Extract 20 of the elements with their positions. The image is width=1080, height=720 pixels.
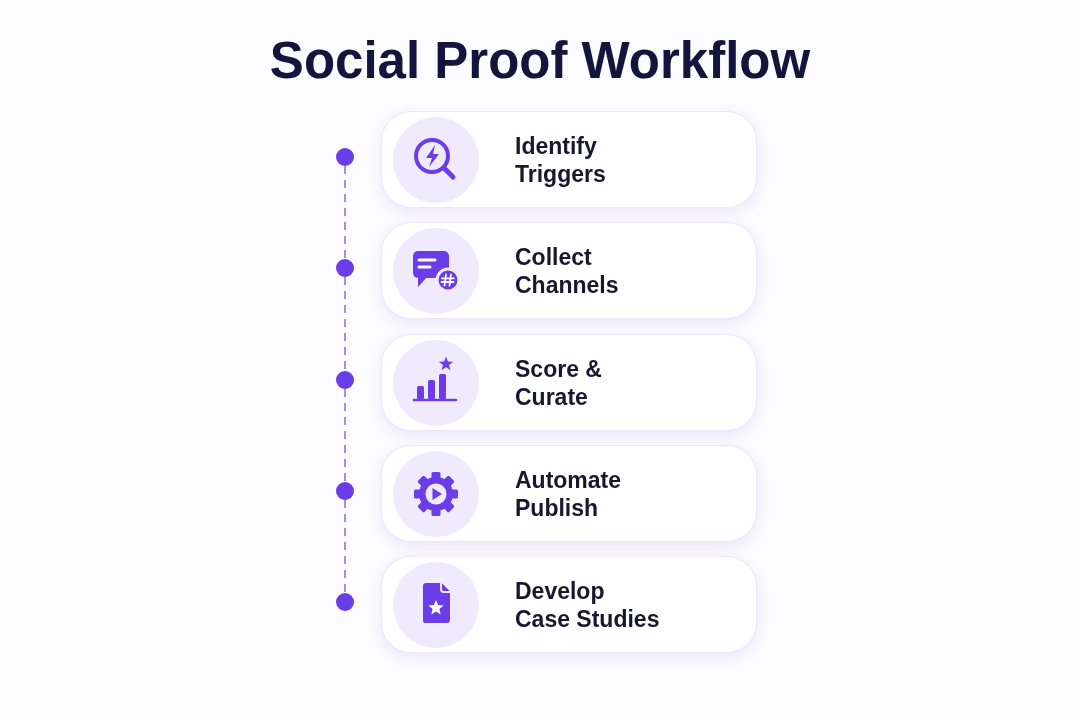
step-card [381, 334, 757, 431]
step-card [381, 222, 757, 319]
timeline-dot [336, 148, 354, 166]
title: Social Proof Workflow [269, 31, 811, 91]
step-label: Identify Triggers [515, 131, 607, 188]
step-label: Collect Channels [515, 242, 620, 299]
dashed-connector [344, 276, 346, 372]
timeline-dot [336, 371, 354, 389]
step-card [381, 556, 757, 653]
step-card [381, 445, 757, 542]
dashed-connector [344, 499, 346, 594]
timeline-dot [336, 593, 354, 611]
step-label: Automate Publish [515, 465, 623, 522]
timeline-dot [336, 482, 354, 500]
step-label: Score & Curate [515, 354, 603, 411]
dashed-connector [344, 165, 346, 260]
timeline-dot [336, 259, 354, 277]
step-label: Develop Case Studies [515, 576, 661, 633]
dashed-connector [344, 388, 346, 483]
step-card [381, 111, 757, 208]
